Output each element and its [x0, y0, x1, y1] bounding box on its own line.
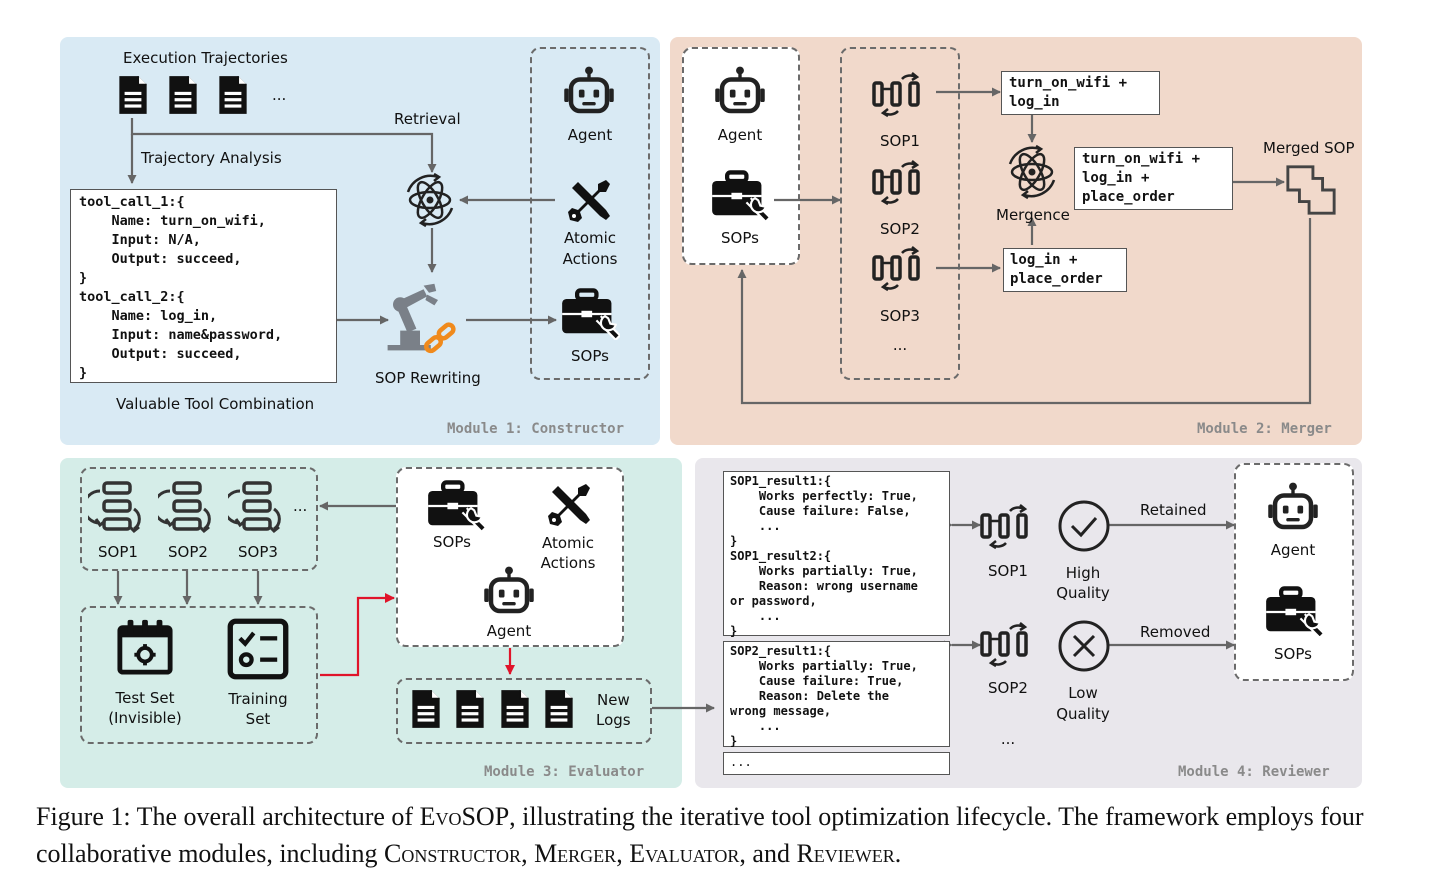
caption-evosop: EvoSOP [419, 802, 510, 831]
m2-sops-label: SOPs [721, 229, 759, 247]
m3-sop1-label: SOP1 [98, 543, 138, 561]
document-icon [114, 74, 152, 116]
m4-sop2-label: SOP2 [988, 679, 1028, 697]
training-label: Training [228, 690, 288, 708]
m3-sop3-label: SOP3 [238, 543, 278, 561]
m3-sops-label: SOPs [433, 533, 471, 551]
checklist-icon [226, 617, 290, 681]
module-2-label: Module 2: Merger [1197, 421, 1332, 437]
sop-flow-icon [980, 502, 1036, 552]
briefcase-tools-icon [560, 288, 620, 340]
valuable-tool-combination-label: Valuable Tool Combination [116, 395, 315, 413]
merged-sop-label: Merged SOP [1263, 139, 1355, 157]
atom-cycle-icon [400, 170, 460, 230]
m4-sops-label: SOPs [1274, 645, 1312, 663]
sop1-results-box: SOP1_result1:{ Works perfectly: True, Ca… [723, 471, 950, 638]
tools-icon [566, 176, 614, 224]
sop2-results-box: SOP2_result1:{ Works partially: True, Ca… [723, 641, 950, 748]
m3-sop-ellipsis: ... [293, 497, 308, 515]
mergence-label: Mergence [996, 206, 1070, 224]
sop-flow-icon [980, 620, 1036, 670]
document-icon [497, 688, 533, 730]
m2-agent-sops-box [682, 47, 800, 265]
document-icon [541, 688, 577, 730]
m2-sop2-label: SOP2 [880, 220, 920, 238]
m1-actions-label: Actions [562, 250, 618, 268]
atom-cycle-icon [1002, 142, 1062, 202]
retrieval-label: Retrieval [394, 110, 461, 128]
m1-atomic-label: Atomic [563, 229, 617, 247]
sop-stack-icon [158, 479, 214, 535]
merge-box-2: turn_on_wifi + log_in + place_order [1074, 147, 1233, 210]
puzzle-icon [1284, 162, 1338, 218]
sop-stack-icon [88, 479, 144, 535]
m3-new-logs-box [396, 678, 652, 744]
m3-actions-label: Actions [540, 554, 596, 572]
training-set-label: Set [245, 710, 271, 728]
m3-sop2-label: SOP2 [168, 543, 208, 561]
m4-agent-sops-box [1234, 463, 1354, 681]
robot-icon [713, 66, 767, 120]
m1-resource-box [530, 47, 650, 380]
robot-arm-icon [384, 276, 474, 360]
sop-rewriting-label: SOP Rewriting [375, 369, 481, 387]
m2-sop1-label: SOP1 [880, 132, 920, 150]
removed-label: Removed [1140, 623, 1211, 641]
robot-icon [482, 566, 536, 620]
trajectory-analysis-label: Trajectory Analysis [141, 149, 282, 167]
check-circle-icon [1058, 500, 1110, 552]
m2-agent-label: Agent [717, 126, 763, 144]
module-4-label: Module 4: Reviewer [1178, 764, 1330, 780]
document-icon [452, 688, 488, 730]
robot-icon [1266, 482, 1320, 536]
briefcase-tools-icon [710, 170, 770, 222]
briefcase-tools-icon [1264, 586, 1324, 638]
m3-atomic-label: Atomic [541, 534, 595, 552]
sop-flow-icon [872, 244, 928, 294]
m4-agent-label: Agent [1270, 541, 1316, 559]
low-quality-label: Quality [1056, 705, 1110, 723]
more-results-box: ... [723, 752, 950, 775]
figure-caption: Figure 1: The overall architecture of Ev… [36, 802, 1364, 868]
trajectory-ellipsis: ... [272, 86, 287, 104]
document-icon [214, 74, 252, 116]
sop-flow-icon [872, 70, 928, 120]
tools-icon [546, 480, 594, 528]
test-set-label: Test Set [115, 689, 175, 707]
new-label: New [597, 691, 630, 709]
sop-flow-icon [872, 158, 928, 208]
logs-label: Logs [596, 711, 631, 729]
high-label: High [1065, 564, 1101, 582]
merge-box-1: turn_on_wifi + log_in [1001, 71, 1160, 115]
retained-label: Retained [1140, 501, 1207, 519]
document-icon [408, 688, 444, 730]
briefcase-tools-icon [426, 480, 486, 532]
execution-trajectories-label: Execution Trajectories [123, 49, 288, 67]
document-icon [164, 74, 202, 116]
low-label: Low [1068, 684, 1098, 702]
test-set-invisible-label: (Invisible) [108, 709, 182, 727]
m1-agent-label: Agent [567, 126, 613, 144]
m4-sop1-label: SOP1 [988, 562, 1028, 580]
module-1-label: Module 1: Constructor [447, 421, 625, 437]
x-circle-icon [1058, 620, 1110, 672]
m2-sop-ellipsis: ... [892, 336, 908, 354]
m1-sops-label: SOPs [571, 347, 609, 365]
tool-call-code-box: tool_call_1:{ Name: turn_on_wifi, Input:… [70, 189, 337, 383]
robot-icon [562, 66, 616, 120]
calendar-gear-icon [116, 616, 174, 678]
m2-sop-list-box [840, 47, 960, 380]
module-3-label: Module 3: Evaluator [484, 764, 645, 780]
high-quality-label: Quality [1056, 584, 1110, 602]
sop-stack-icon [228, 479, 284, 535]
m3-sop-list-box [80, 467, 318, 571]
m3-agent-label: Agent [486, 622, 532, 640]
merge-box-3: log_in + place_order [1003, 248, 1127, 292]
m2-sop3-label: SOP3 [880, 307, 920, 325]
m4-sop-ellipsis: ... [1000, 730, 1016, 748]
m3-datasets-box [80, 606, 318, 744]
